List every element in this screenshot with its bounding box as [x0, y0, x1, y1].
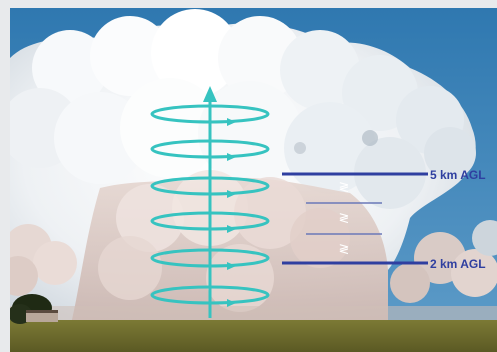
level-label-2km: 2 km AGL: [430, 257, 486, 271]
rotation-rings: [150, 104, 270, 307]
small-cumulus-right: [390, 220, 497, 303]
supercell-diagram: 5 km AGL 2 km AGL ≷ ≷ ≷: [10, 8, 497, 352]
rotation-ring-6: [150, 285, 270, 305]
rotation-ring-1: [150, 104, 270, 124]
shear-symbol-2: ≷: [339, 211, 350, 226]
rotation-direction-arrow-4: [227, 225, 236, 233]
level-label-5km: 5 km AGL: [430, 168, 486, 182]
rotation-direction-arrow-1: [227, 118, 236, 126]
updraft-arrowhead: [203, 86, 217, 102]
small-cumulus-left: [10, 224, 77, 296]
rotation-direction-arrow-6: [227, 299, 236, 307]
grass-field: [10, 320, 497, 352]
rotation-ring-5: [150, 248, 270, 268]
rotation-ring-2: [150, 139, 270, 159]
shear-symbol-3: ≷: [339, 242, 350, 257]
supercell-photo: 5 km AGL 2 km AGL ≷ ≷ ≷: [10, 8, 497, 352]
storm-cloud: [10, 9, 476, 328]
shear-symbol-1: ≷: [339, 180, 350, 195]
horizon-haze: [10, 306, 497, 324]
rotation-ring-3: [150, 176, 270, 196]
rotation-direction-arrow-2: [227, 153, 236, 161]
rotation-diagram: [150, 86, 270, 318]
farmhouse-with-tree: [10, 294, 58, 324]
altitude-levels: 5 km AGL 2 km AGL ≷ ≷ ≷: [282, 168, 486, 271]
rotation-direction-arrow-5: [227, 262, 236, 270]
rotation-ring-4: [150, 211, 270, 231]
rotation-direction-arrow-3: [227, 190, 236, 198]
